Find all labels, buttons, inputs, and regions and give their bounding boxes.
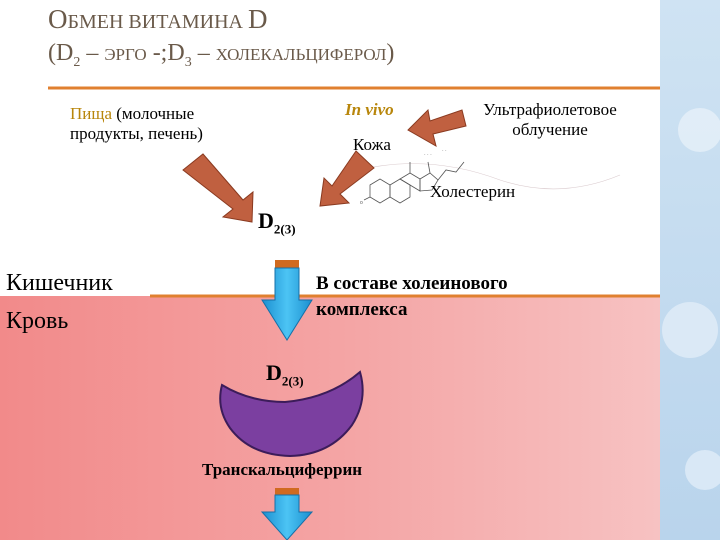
cholesterol-label: Холестерин [430,182,516,201]
intestine-to-blood-arrow [261,260,313,341]
skin-label: Кожа [353,135,391,154]
complex-line2: комплекса [316,299,408,320]
svg-text:· · ·: · · · [424,152,432,158]
subtitle-close: ) [386,40,395,66]
title-text: БМЕН ВИТАМИНА [67,11,248,33]
d-vitamin-top-label: D2(3) [258,208,296,237]
intestine-label: Кишечник [6,270,113,296]
subtitle-d2: (D [48,40,74,66]
d-top-sub: 2(3) [273,221,296,237]
subtitle-ergo: ЭРГО [104,45,147,64]
svg-text:о: о [360,200,363,206]
subtitle-cholecalciferol: ХОЛЕКАЛЬЦИФЕРОЛ [215,45,387,64]
d-blood-sub: 2(3) [281,373,304,389]
d-vitamin-blood-label: D2(3) [266,360,304,389]
bottom-continuation-arrow [260,488,314,540]
food-source-label: Пища (молочные [70,104,194,124]
uv-line2: облучение [512,120,588,139]
transcalciferrin-bowl-shape [219,370,364,458]
uv-to-skin-arrow [407,108,467,148]
d-top-main: D [258,208,274,233]
uv-line1: Ультрафиолетовое [483,100,617,119]
skin-to-d-arrow [319,150,375,207]
blood-label: Кровь [6,308,69,334]
food-rest: (молочные [112,104,195,123]
title-letter-d: D [248,4,268,34]
d-blood-main: D [266,360,282,385]
food-word: Пища [70,104,113,123]
complex-line1: В составе холеинового [316,273,508,294]
slide-title: ОБМЕН ВИТАМИНА D [48,4,268,35]
food-to-d-arrow [182,153,254,223]
cholesterol-structure-image: · · · · · о [360,148,465,206]
svg-text:· ·: · · [442,148,447,154]
subtitle-d3: -;D [146,40,185,66]
in-vivo-label: In vivo [345,100,394,119]
transcalciferrin-label: Транскальциферрин [202,460,363,479]
subtitle-dash1: – [80,40,105,66]
decorative-side-strip [660,0,720,540]
slide-subtitle: (D2 – ЭРГО -;D3 – ХОЛЕКАЛЬЦИФЕРОЛ) [48,40,394,71]
title-initial: О [48,4,68,34]
subtitle-dash2: – [191,40,216,66]
subtitle-d2-sub: 2 [73,54,81,70]
food-source-line2: продукты, печень) [70,124,203,143]
subtitle-d3-sub: 3 [184,54,192,70]
